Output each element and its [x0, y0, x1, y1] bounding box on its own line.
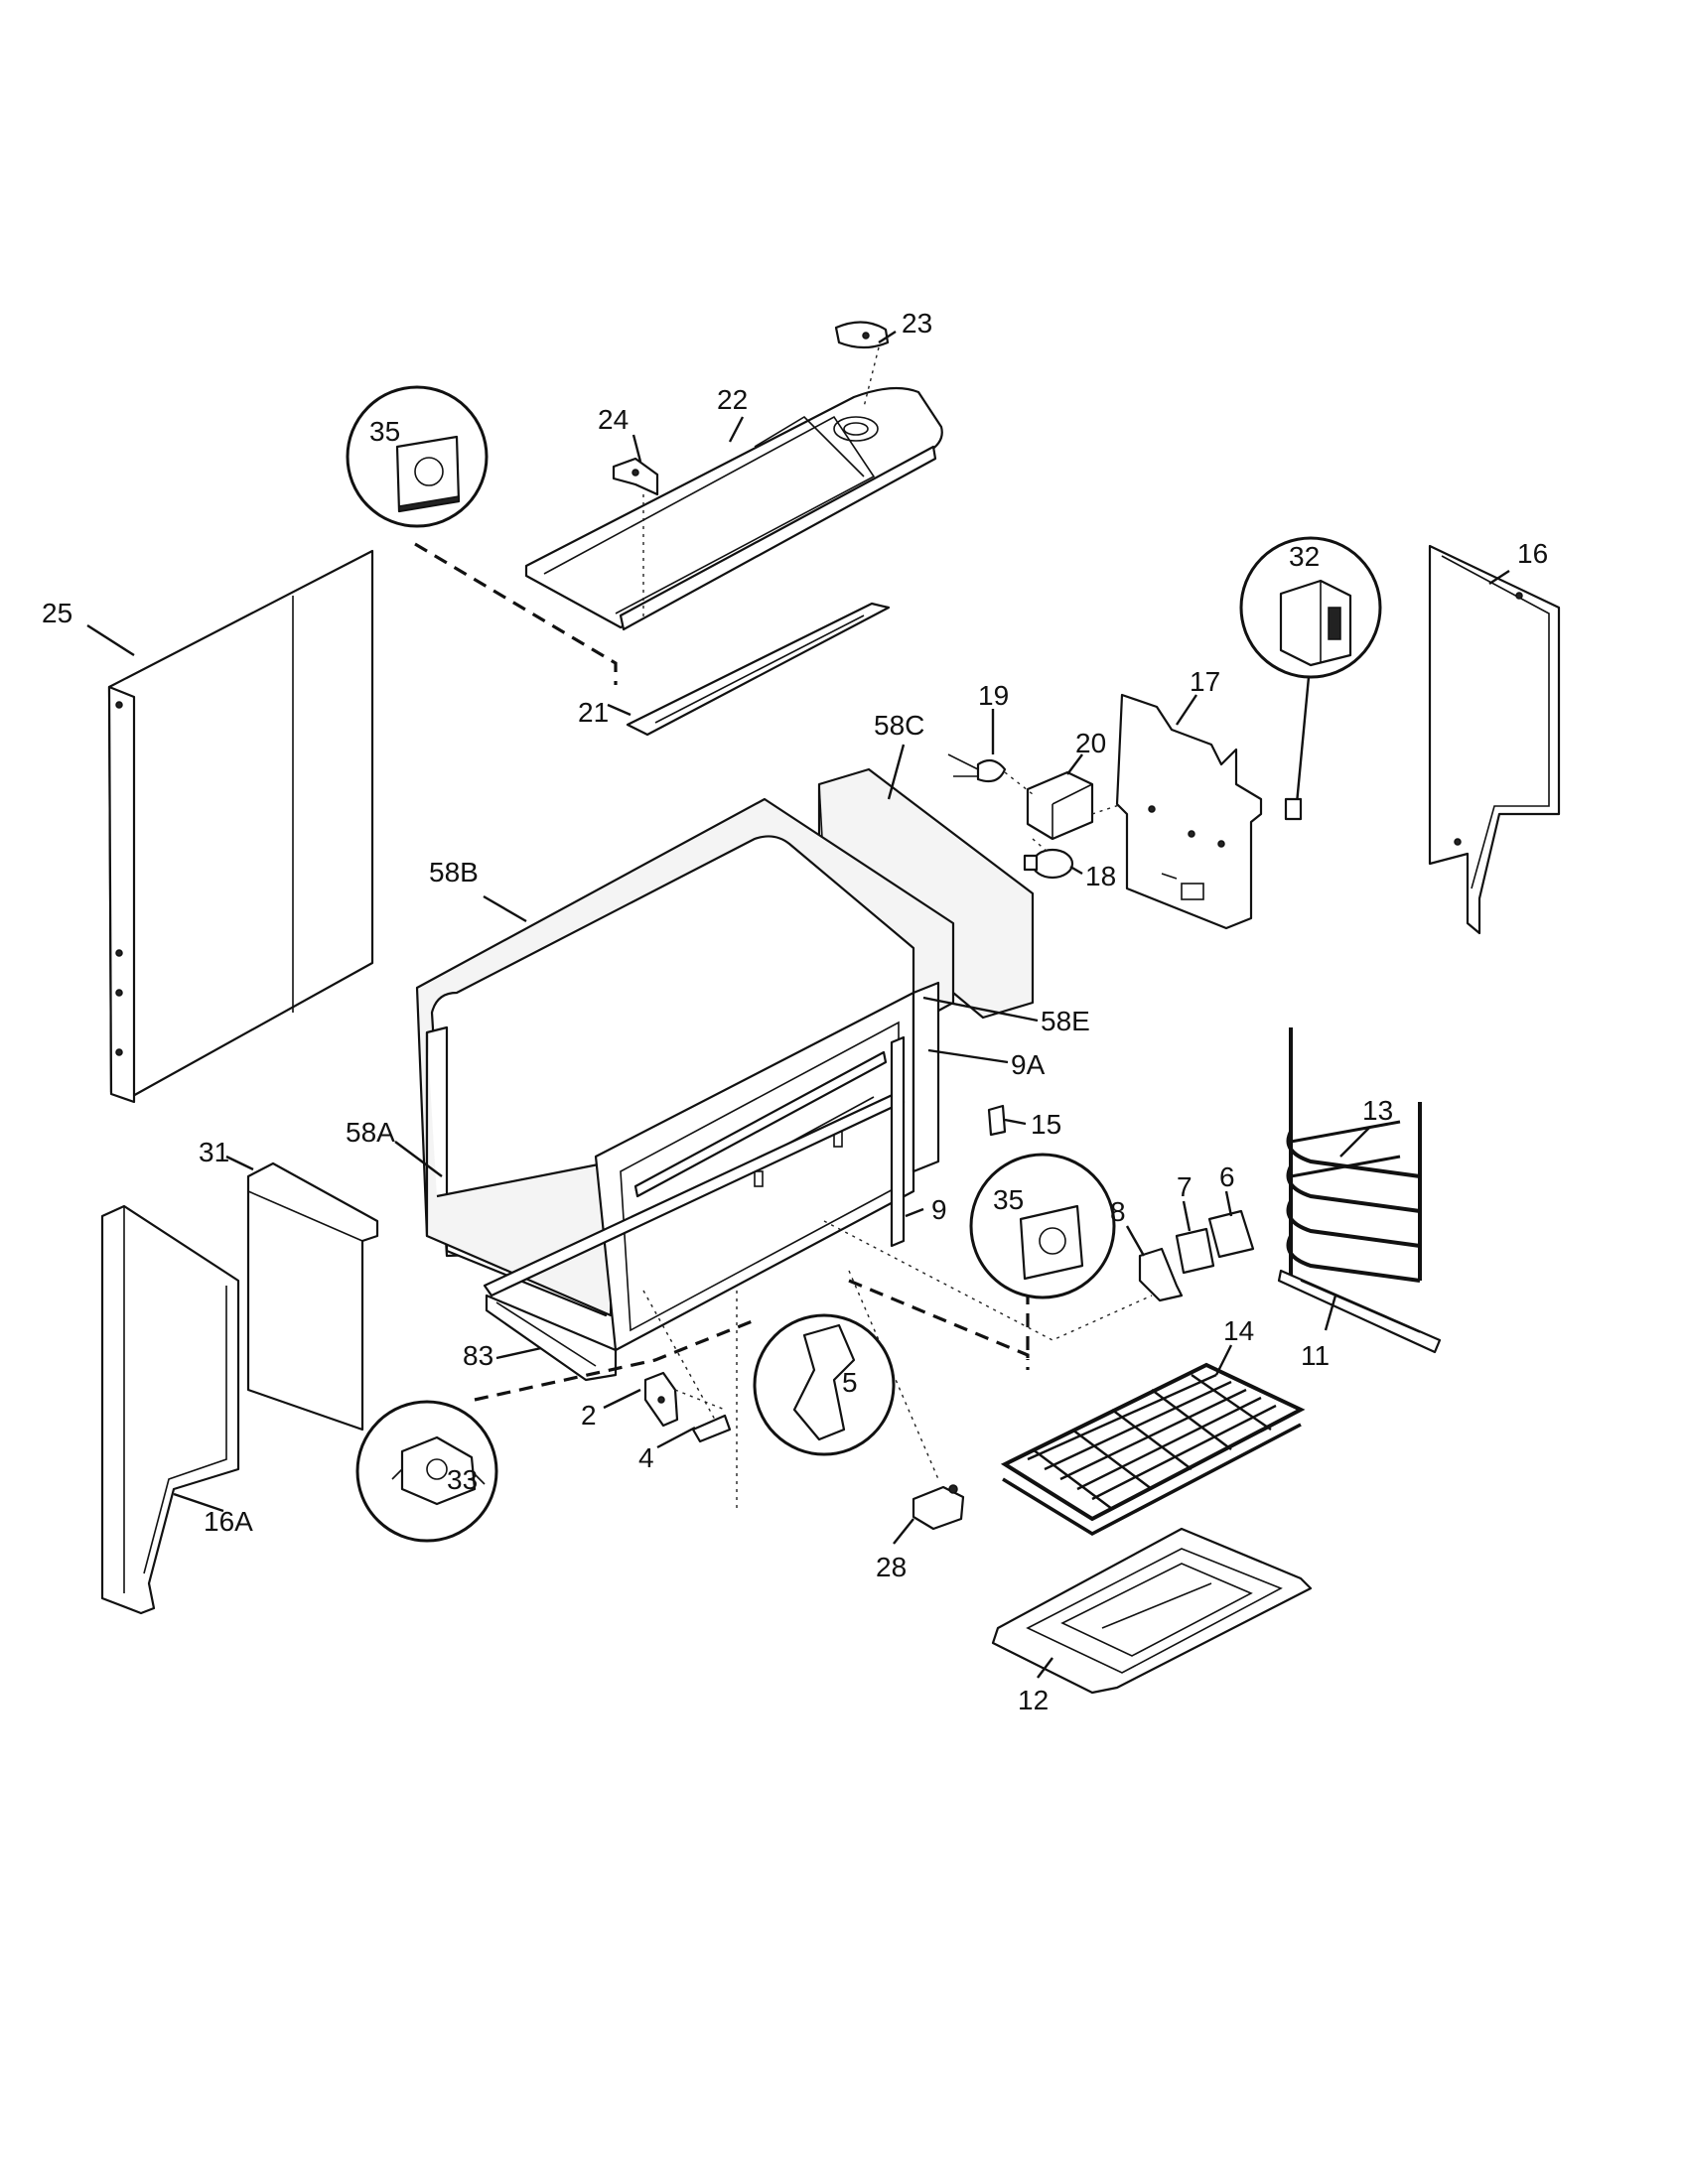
label-12: 12 [1018, 1685, 1049, 1715]
label-7: 7 [1177, 1171, 1193, 1202]
strip-part-9A [912, 981, 940, 1173]
label-33: 33 [447, 1464, 478, 1495]
oven-rack-part-14 [1000, 1362, 1306, 1537]
rack-support-part-13 [1286, 1027, 1422, 1283]
label-23: 23 [902, 308, 932, 339]
label-4: 4 [638, 1442, 654, 1473]
label-25: 25 [42, 598, 72, 628]
label-9A: 9A [1011, 1049, 1046, 1080]
label-8: 8 [1110, 1196, 1126, 1227]
label-35-mid: 35 [993, 1184, 1024, 1215]
base-rail-part-83 [485, 1294, 618, 1382]
label-21: 21 [578, 697, 609, 728]
label-58B: 58B [429, 857, 479, 887]
side-panel-part-16 [1428, 544, 1561, 935]
bracket-part-8 [1138, 1247, 1184, 1302]
plate-part-6 [1207, 1209, 1255, 1259]
callout-35-top [346, 385, 489, 528]
rail-part-11 [1277, 1269, 1442, 1354]
clip-part-15 [987, 1104, 1007, 1137]
bracket-part-28 [912, 1484, 965, 1531]
label-58C: 58C [874, 710, 924, 741]
bracket-part-2 [643, 1371, 679, 1428]
panel-part-31 [246, 1161, 379, 1432]
label-19: 19 [978, 680, 1009, 711]
bulb-part-18 [1023, 848, 1074, 880]
rail-part-21 [626, 602, 891, 737]
label-24: 24 [598, 404, 629, 435]
label-17: 17 [1190, 666, 1220, 697]
label-11: 11 [1301, 1340, 1330, 1371]
rail-part-9 [890, 1035, 906, 1248]
callout-5 [753, 1313, 896, 1456]
label-13: 13 [1362, 1095, 1393, 1126]
label-31: 31 [199, 1137, 229, 1167]
label-22: 22 [717, 384, 748, 415]
label-83: 83 [463, 1340, 493, 1371]
label-20: 20 [1075, 728, 1106, 758]
label-16A: 16A [204, 1506, 253, 1537]
callout-33 [355, 1400, 498, 1543]
label-58E: 58E [1041, 1006, 1090, 1036]
label-58A: 58A [346, 1117, 395, 1148]
cap-part-23 [834, 321, 890, 349]
label-2: 2 [581, 1400, 597, 1431]
label-32: 32 [1289, 541, 1320, 572]
label-9: 9 [931, 1194, 947, 1225]
side-panel-part-16A [100, 1204, 240, 1615]
bracket-plate-part-17 [1115, 693, 1263, 930]
side-panel-part-25 [107, 549, 374, 1104]
callout-32 [1239, 536, 1382, 679]
label-14: 14 [1223, 1315, 1254, 1346]
bracket-part-4 [691, 1414, 732, 1443]
broiler-pan-part-12 [991, 1527, 1313, 1695]
label-16: 16 [1517, 538, 1548, 569]
label-18: 18 [1085, 861, 1116, 891]
label-5: 5 [842, 1367, 858, 1398]
plate-part-7 [1175, 1227, 1215, 1275]
leader-lines [86, 330, 1510, 1679]
label-15: 15 [1031, 1109, 1061, 1140]
light-box-part-20 [1026, 770, 1094, 841]
label-6: 6 [1219, 1161, 1235, 1192]
label-35-top: 35 [369, 416, 400, 447]
top-panel-part-22 [524, 386, 943, 631]
part-labels: 23 24 22 35 25 21 19 58C 20 17 32 16 18 … [42, 308, 1548, 1715]
bracket-part-24 [612, 457, 659, 496]
label-28: 28 [876, 1552, 907, 1582]
callout-35-mid [969, 1153, 1116, 1299]
oven-body-part-58A [425, 991, 915, 1352]
socket-part-19 [947, 753, 1007, 783]
